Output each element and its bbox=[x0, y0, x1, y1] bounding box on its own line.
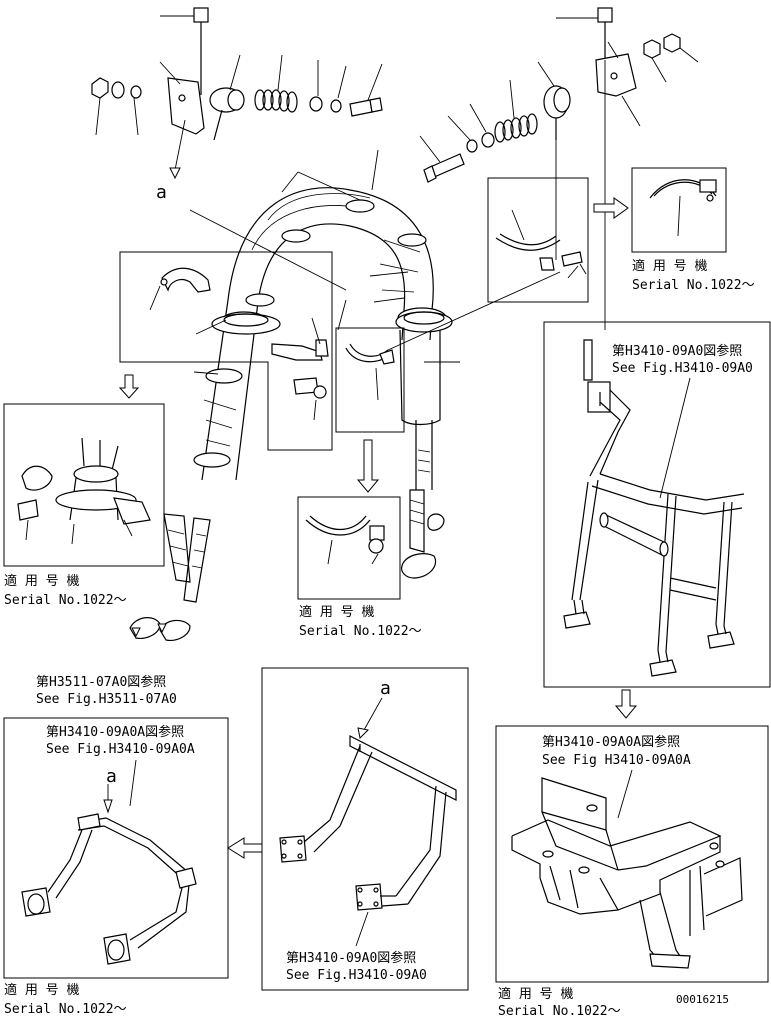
bottomright-detail-box bbox=[495, 725, 769, 983]
serial-en-botleft: Serial No.1022～ bbox=[4, 1002, 127, 1017]
ref-botcenter-jp: 第H3410-09A0図参照 bbox=[286, 950, 416, 966]
serial-jp-left: 適 用 号 機 bbox=[4, 573, 79, 589]
right-clamp-box bbox=[487, 177, 589, 303]
down-arrow-right bbox=[614, 689, 638, 719]
ref-botright-jp: 第H3410-09A0A図参照 bbox=[542, 734, 680, 750]
right-arrow-topright bbox=[593, 197, 629, 219]
top-right-bracket bbox=[595, 41, 641, 127]
left-clamp-group-box bbox=[119, 251, 333, 451]
detail-a-center: a bbox=[380, 678, 391, 699]
ref-h3511-jp: 第H3511-07A0図参照 bbox=[36, 674, 166, 690]
ref-botright-en: See Fig H3410-09A0A bbox=[542, 753, 691, 768]
top-left-spring bbox=[254, 54, 298, 113]
serial-en-botright: Serial No.1022～ bbox=[498, 1004, 621, 1017]
top-left-nuts bbox=[91, 77, 142, 136]
ref-frame-jp: 第H3410-09A0図参照 bbox=[612, 343, 742, 359]
top-right-bolt bbox=[556, 7, 613, 60]
bottomcenter-frame bbox=[279, 697, 457, 947]
top-left-rubber-mount bbox=[209, 54, 245, 141]
left-detail-box bbox=[3, 403, 165, 567]
top-right-washers bbox=[447, 103, 495, 153]
top-left-bracket bbox=[159, 61, 205, 180]
pipe-flange-left bbox=[211, 313, 281, 335]
serial-en-left: Serial No.1022～ bbox=[4, 593, 127, 608]
right-clamp bbox=[495, 209, 587, 279]
lower-left-pipe bbox=[129, 513, 211, 641]
ref-botleft-jp: 第H3410-09A0A図参照 bbox=[46, 724, 184, 740]
top-right-horizontal-bolt bbox=[419, 135, 465, 183]
ref-h3511-en: See Fig.H3511-07A0 bbox=[36, 692, 177, 707]
serial-jp-botleft: 適 用 号 機 bbox=[4, 982, 79, 998]
bottomleft-frame bbox=[21, 759, 197, 965]
bottomright-frame bbox=[511, 769, 743, 969]
ref-frame-en: See Fig.H3410-09A0 bbox=[612, 361, 753, 376]
guard-frame bbox=[563, 339, 745, 677]
serial-jp-botright: 適 用 号 機 bbox=[498, 986, 573, 1002]
ref-botleft-en: See Fig.H3410-09A0A bbox=[46, 742, 195, 757]
top-left-horizontal-bolt bbox=[349, 63, 383, 117]
top-right-spring bbox=[494, 79, 538, 143]
top-right-rubber-mount bbox=[537, 61, 571, 140]
left-arrow-bottom bbox=[227, 837, 263, 859]
serial-jp-topright: 適 用 号 機 bbox=[632, 258, 707, 274]
drawing-number: 00016215 bbox=[676, 993, 729, 1006]
top-right-nuts bbox=[643, 33, 699, 83]
lower-right-pipe bbox=[399, 329, 445, 579]
top-left-washers bbox=[309, 60, 347, 113]
detail-a-callout: a bbox=[156, 182, 167, 203]
detail-a-left: a bbox=[106, 766, 117, 787]
center-detail-box bbox=[297, 496, 401, 600]
frame-detail-box bbox=[543, 321, 771, 688]
topright-detail-box bbox=[631, 167, 727, 253]
center-detail-clamp bbox=[305, 515, 385, 565]
down-arrow-left bbox=[118, 374, 140, 399]
serial-en-topright: Serial No.1022～ bbox=[632, 278, 755, 293]
center-clamp-box bbox=[335, 327, 405, 433]
down-arrow-center bbox=[356, 439, 380, 493]
ref-botcenter-en: See Fig.H3410-09A0 bbox=[286, 968, 427, 983]
left-clamp bbox=[149, 267, 329, 421]
bottomcenter-detail-box bbox=[261, 667, 469, 991]
serial-en-center: Serial No.1022～ bbox=[299, 624, 422, 639]
bottomleft-detail-box bbox=[3, 717, 229, 979]
serial-jp-center: 適 用 号 機 bbox=[299, 604, 374, 620]
left-detail-flange bbox=[17, 437, 151, 545]
center-clamp bbox=[345, 343, 395, 401]
topright-clamp bbox=[649, 179, 717, 237]
top-left-bolt bbox=[160, 7, 209, 95]
